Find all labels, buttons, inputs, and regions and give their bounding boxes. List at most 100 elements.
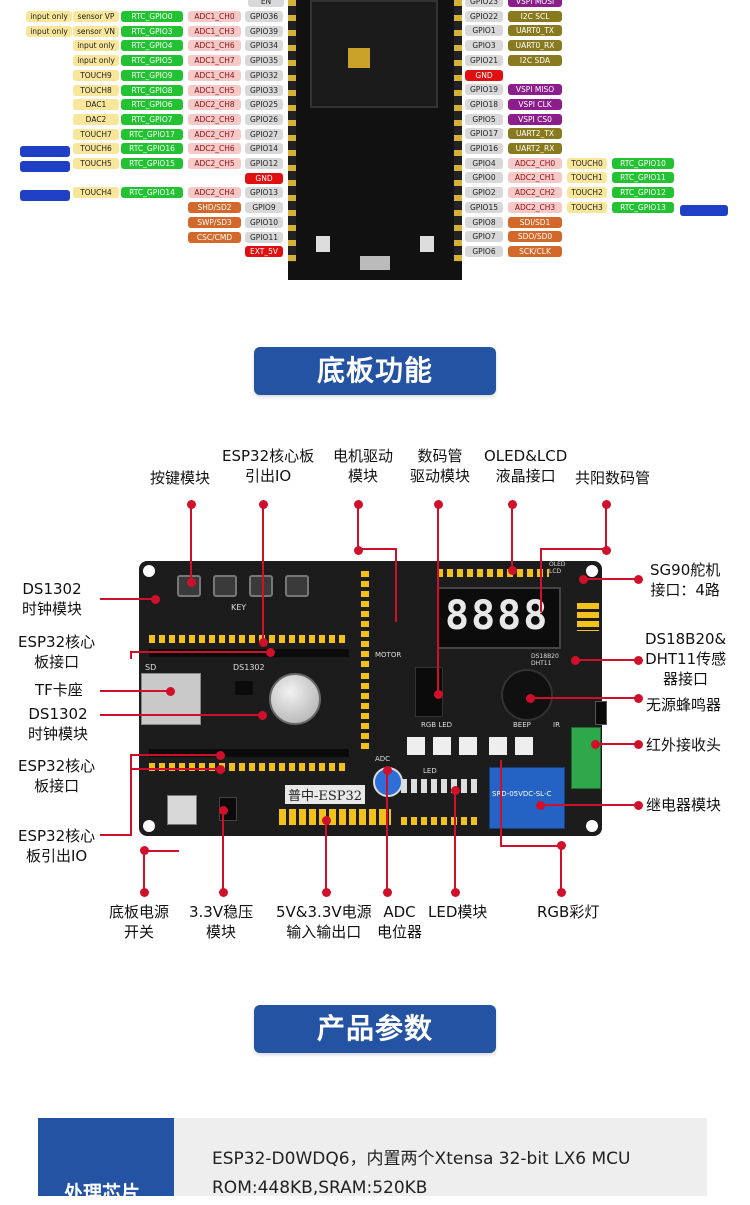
callout-dot — [433, 500, 443, 509]
relay-model: SRD-05VDC-SL-C — [492, 790, 552, 798]
pin-label: VSPI CS0 — [508, 113, 562, 125]
rgb-led — [515, 737, 533, 755]
annotation-esp32-io: ESP32核心板引出IO — [222, 447, 315, 485]
pin-label: RTC_GPIO6 — [121, 99, 183, 111]
rgb-led — [407, 737, 425, 755]
pin-label: RTC_GPIO11 — [612, 172, 674, 184]
callout-dot — [382, 888, 392, 897]
pin-label: GPIO5 — [465, 113, 503, 125]
callout-dot — [321, 888, 331, 897]
callout-dot — [634, 739, 643, 749]
pin-label: DAC2 — [73, 113, 119, 125]
pin-label: I2C SDA — [508, 54, 562, 66]
power-header — [279, 809, 391, 825]
key-button — [249, 575, 273, 597]
pin-label: GPIO36 — [245, 11, 283, 22]
oled-label: OLED LCD — [549, 561, 566, 575]
pin-label: RTC_GPIO7 — [121, 113, 183, 125]
pin-label: ADC2_CH7 — [188, 128, 241, 140]
pin-label: TOUCH1 — [567, 172, 607, 184]
led-header — [401, 817, 481, 825]
pin-label: GPIO6 — [465, 245, 503, 257]
pin-label: GPIO11 — [245, 231, 283, 243]
annotation-sensor-port: 器接口 — [663, 670, 709, 688]
pin-label: RTC_GPIO5 — [121, 55, 183, 67]
esp32-module-board — [288, 0, 462, 280]
key-button — [285, 575, 309, 597]
pin-label: SDO/SD0 — [508, 231, 562, 243]
annotation-rgb-led: RGB彩灯 — [537, 903, 600, 921]
pin-label: SHD/SD2 — [188, 202, 241, 214]
pin-label: GND — [245, 172, 283, 184]
esp32-chip-pad — [348, 48, 370, 68]
pin-label: GPIO26 — [245, 113, 283, 125]
pin-label: VSPI CLK — [508, 98, 562, 110]
callout-dot — [353, 546, 363, 555]
annotation-regulator: 3.3V稳压模块 — [189, 903, 254, 941]
pin-label: input only — [26, 11, 72, 22]
mount-hole — [586, 565, 598, 577]
pin-label: GPIO16 — [465, 143, 503, 154]
pin-label: GPIO39 — [245, 25, 283, 37]
annotation-key-module: 按键模块 — [150, 469, 211, 487]
callout-dot — [258, 500, 268, 509]
callout-line — [357, 548, 397, 550]
annotation-power-io: 5V&3.3V电源输入输出口 — [276, 903, 372, 941]
pin-label: RTC_GPIO8 — [121, 84, 183, 96]
pin-label: ADC2_CH5 — [188, 158, 241, 169]
callout-line — [325, 820, 327, 890]
callout-dot — [151, 594, 160, 604]
pin-label: GPIO0 — [465, 172, 503, 184]
callout-line — [100, 690, 170, 692]
pin-label: GPIO25 — [245, 99, 283, 111]
callout-line — [454, 790, 456, 890]
callout-dot — [382, 766, 392, 775]
pin-label: ADC2_CH2 — [508, 187, 562, 199]
extra-pin-tag-left — [20, 190, 70, 201]
pin-label: SWP/SD3 — [188, 216, 241, 228]
callout-dot — [216, 764, 225, 774]
pin-label: SDI/SD1 — [508, 216, 562, 228]
pin-label: UART0_TX — [508, 25, 562, 37]
pin-label: ADC2_CH8 — [188, 99, 241, 111]
extra-pin-tag-left — [20, 161, 70, 172]
pin-label: ADC1_CH5 — [188, 84, 241, 96]
esp32-core-socket-bottom — [149, 749, 349, 757]
callout-dot — [321, 816, 331, 825]
callout-line — [500, 760, 502, 846]
callout-dot — [139, 888, 149, 897]
pin-label: ADC2_CH9 — [188, 113, 241, 125]
extra-pin-tag-left — [20, 146, 70, 157]
esp32-io-header — [149, 635, 349, 643]
pin-label: GPIO9 — [245, 202, 283, 214]
callout-dot — [571, 655, 580, 665]
pin-label: EN — [248, 0, 284, 7]
callout-dot — [218, 888, 228, 897]
module-header-left — [288, 0, 296, 262]
pin-label: GPIO15 — [465, 201, 503, 213]
pin-label: GPIO3 — [465, 40, 503, 52]
pin-label: GPIO21 — [465, 54, 503, 66]
pin-label: EXT_5V — [245, 246, 283, 258]
pin-label: input only — [73, 40, 119, 52]
callout-dot — [266, 647, 275, 657]
pin-label: TOUCH2 — [567, 187, 607, 199]
callout-line — [575, 659, 638, 661]
callout-line — [130, 651, 270, 653]
pin-label: UART2_RX — [508, 143, 562, 154]
motor-header — [361, 571, 369, 667]
params-line-1: ESP32-D0WDQ6，内置两个Xtensa 32-bit LX6 MCU — [212, 1149, 631, 1169]
pin-label: TOUCH6 — [73, 143, 119, 155]
callout-line — [262, 506, 264, 644]
key-button — [213, 575, 237, 597]
annotation-motor-driver: 电机驱动模块 — [333, 447, 394, 485]
pin-label: GPIO13 — [245, 187, 283, 199]
annotation-ir-receiver: 红外接收头 — [646, 736, 722, 754]
usb-port — [360, 256, 390, 270]
ir-label: IR — [553, 721, 560, 729]
callout-line — [222, 810, 224, 890]
callout-dot — [166, 686, 175, 696]
pin-label: TOUCH7 — [73, 128, 119, 140]
callout-line — [143, 850, 179, 852]
